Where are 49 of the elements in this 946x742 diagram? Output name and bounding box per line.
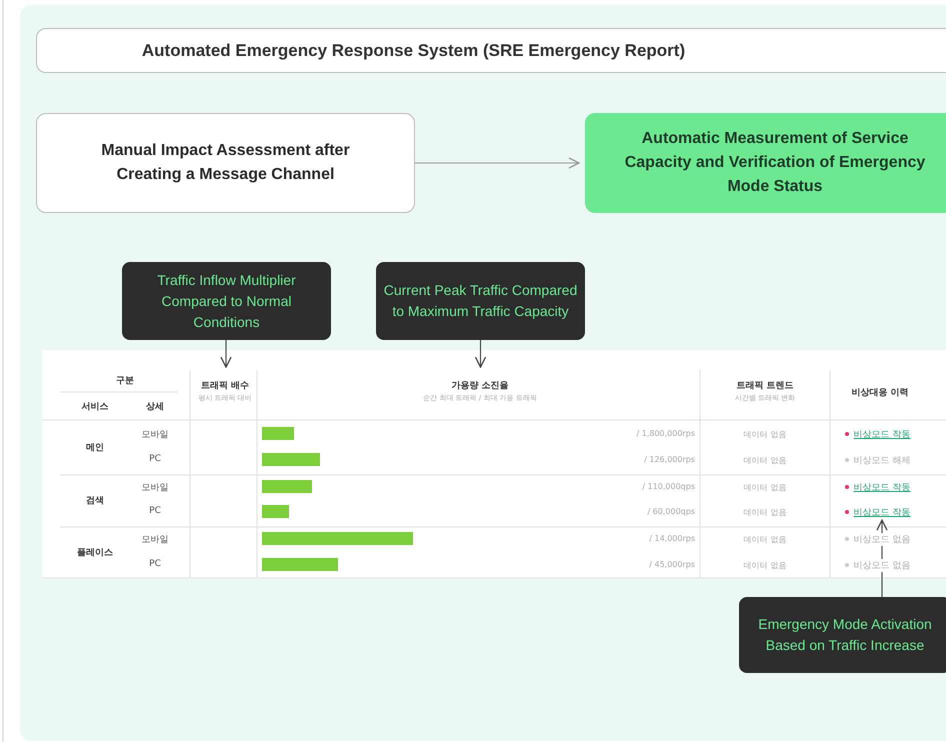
table-cell: 데이터 없음 <box>744 560 786 571</box>
table-cell: / 1,800,000rps <box>636 428 695 438</box>
status-text: 비상모드 해제 <box>854 454 910 468</box>
table-cell-text: 모바일 <box>142 482 168 494</box>
table-cell-text: 모바일 <box>142 534 168 546</box>
leader-arrow <box>474 340 486 368</box>
table-cell: / 14,000rps <box>649 534 695 543</box>
node-text: Traffic Inflow Multiplier Compared to Normal Conditions <box>156 270 297 332</box>
table-cell: PC <box>149 559 161 570</box>
table-header: 비상대응 이력 <box>851 387 909 400</box>
table-header: 구분 <box>116 375 134 388</box>
callout-box <box>376 262 585 340</box>
status-text: 비상모드 없음 <box>854 559 910 572</box>
table-header: 서비스 <box>82 401 108 414</box>
status-link: 비상모드 작동 <box>854 506 910 520</box>
status-link: 비상모드 작동 <box>854 482 910 494</box>
table-cell: 데이터 없음 <box>744 482 786 493</box>
node-text: Manual Impact Assessment after Creating a Message Channel <box>100 141 351 185</box>
table-header: 플레이스 <box>77 547 113 560</box>
node-text: Current Peak Traffic Compared to Maximum Traffic Capacity <box>382 281 578 321</box>
table-header: 상세 <box>146 401 164 414</box>
title-box <box>36 28 946 73</box>
table-header: 트래픽 배수 <box>200 379 250 392</box>
table-cell-text: 모바일 <box>142 429 168 442</box>
table-cell: 데이터 없음 <box>744 534 786 545</box>
process-box <box>36 113 415 213</box>
table-cell: / 110,000qps <box>642 482 695 491</box>
table-cell: PC <box>149 454 161 464</box>
node-text: Emergency Mode Activation Based on Traffic Increase <box>757 615 933 655</box>
table-cell: / 126,000rps <box>644 454 695 464</box>
table-cell: 데이터 없음 <box>744 454 786 466</box>
node-text: Automated Emergency Response System (SRE Emergency Report) <box>142 40 686 62</box>
table-cell: / 45,000rps <box>649 560 695 569</box>
result-box <box>585 113 946 213</box>
leader-arrow <box>220 340 232 368</box>
table-cell: 데이터 없음 <box>744 428 786 440</box>
table-header: 트래픽 트렌드 <box>736 380 794 392</box>
callout-box <box>122 262 331 340</box>
table-header: 메인 <box>86 442 104 454</box>
node-text: Automatic Measurement of Service Capacity and Verification of Emergency Mode Status <box>624 129 926 197</box>
status-text: 비상모드 없음 <box>854 533 910 546</box>
table-cell: 데이터 없음 <box>744 506 786 518</box>
table-header: 검색 <box>86 495 104 508</box>
arrow <box>415 157 580 169</box>
table-cell: / 60,000qps <box>647 506 695 516</box>
table-cell: PC <box>149 506 161 516</box>
status-link: 비상모드 작동 <box>854 429 910 442</box>
callout-box <box>739 597 946 673</box>
table-header: 가용량 소진율 <box>451 379 509 392</box>
